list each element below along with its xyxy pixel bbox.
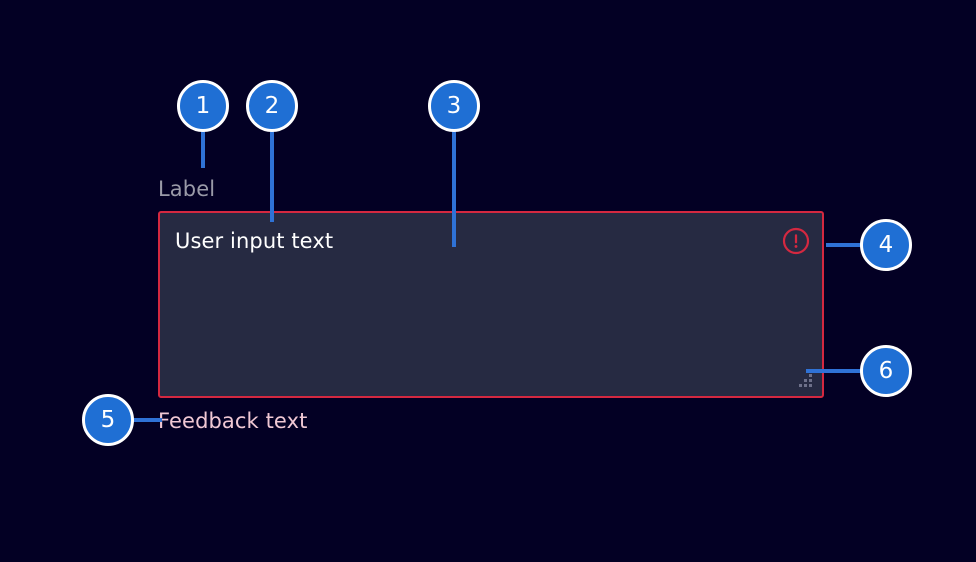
callout-leader-6 — [806, 369, 864, 373]
form-field-group: Label User input text — [158, 176, 826, 398]
callout-leader-2 — [270, 130, 274, 222]
callout-number-2: 2 — [264, 92, 280, 119]
callout-number-5: 5 — [100, 406, 116, 433]
error-exclamation-icon — [782, 227, 810, 255]
callout-badge-6[interactable]: 6 — [860, 345, 912, 397]
callout-number-6: 6 — [878, 357, 894, 384]
callout-number-4: 4 — [878, 231, 894, 258]
callout-number-1: 1 — [195, 92, 211, 119]
callout-leader-4 — [826, 243, 864, 247]
resize-grip-icon[interactable] — [796, 371, 814, 389]
field-label: Label — [158, 177, 216, 201]
callout-badge-5[interactable]: 5 — [82, 394, 134, 446]
callout-badge-1[interactable]: 1 — [177, 80, 229, 132]
callout-leader-1 — [201, 130, 205, 168]
callout-badge-2[interactable]: 2 — [246, 80, 298, 132]
textarea-field[interactable]: User input text — [158, 211, 824, 398]
callout-leader-3 — [452, 130, 456, 247]
feedback-text: Feedback text — [158, 409, 308, 433]
callout-badge-3[interactable]: 3 — [428, 80, 480, 132]
callout-leader-5 — [132, 418, 162, 422]
callout-badge-4[interactable]: 4 — [860, 219, 912, 271]
textarea-input-value[interactable]: User input text — [175, 229, 334, 253]
callout-number-3: 3 — [446, 92, 462, 119]
